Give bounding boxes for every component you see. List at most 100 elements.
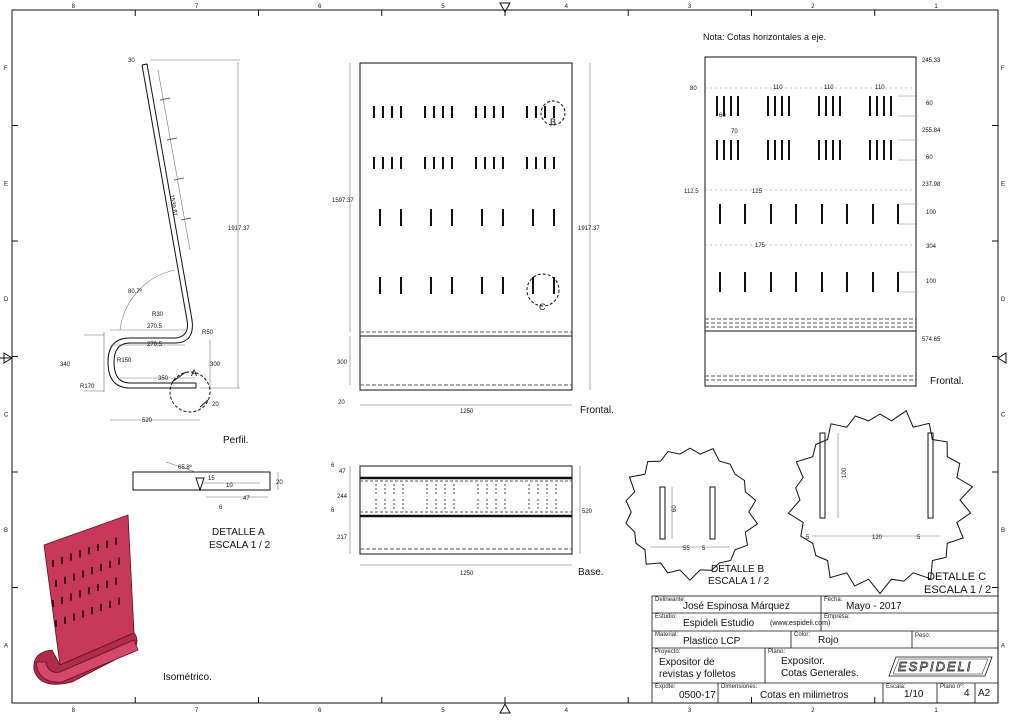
fecha-label: Fecha: <box>824 597 843 603</box>
isometric-slot <box>115 577 117 585</box>
dim-1597: 1597.37 <box>332 198 354 204</box>
isometric-slot <box>115 537 117 545</box>
dim-fr-574: 574.65 <box>922 337 941 343</box>
dim-da-47: 47 <box>243 496 250 502</box>
detail-b-scale: ESCALA 1 / 2 <box>708 576 770 587</box>
isometric-slot <box>91 607 93 615</box>
empresa-label: Empresa: <box>824 614 850 620</box>
material-value: Plastico LCP <box>683 636 741 647</box>
dim-r170: R170 <box>80 384 95 390</box>
plano-line-1: Expositor. <box>781 656 825 667</box>
center-arrow-left <box>3 352 13 364</box>
fecha-value: Mayo - 2017 <box>846 601 902 612</box>
isometric-slot <box>100 604 102 611</box>
isometric-slot <box>55 620 57 627</box>
isometric-slot <box>79 590 81 598</box>
color-value: Rojo <box>818 635 839 646</box>
dim-1250-front: 1250 <box>460 409 474 415</box>
isometric-slot <box>73 573 75 581</box>
dim-fr-100b: 100 <box>926 279 937 285</box>
dim-dc-5a: 5 <box>806 535 810 541</box>
zone-column-label: 5 <box>441 708 445 714</box>
dim-db-5: 5 <box>702 546 706 552</box>
dim-db-55: 55 <box>683 546 690 552</box>
dim-r150: R150 <box>117 358 132 364</box>
dim-fr-60b: 60 <box>926 155 933 161</box>
callout-a-label: A <box>191 368 197 378</box>
isometric-slot <box>118 597 120 605</box>
zone-row-label: B <box>1001 528 1005 534</box>
plano-line-2: Cotas Generales. <box>781 668 859 679</box>
espideli-logo: ESPIDELI <box>898 659 973 675</box>
dim-base-217: 217 <box>337 535 348 541</box>
zone-column-label: 5 <box>441 4 445 10</box>
dimensiones-value: Cotas en milimetros <box>760 690 849 701</box>
zone-column-label: 8 <box>72 4 76 10</box>
zone-row-label: F <box>4 66 8 72</box>
zone-column-label: 2 <box>811 4 815 10</box>
estudio-web: (www.espideli.com) <box>770 620 831 627</box>
zone-column-label: 6 <box>318 708 322 714</box>
profile-tick <box>173 177 185 181</box>
plano-n-value: 4 <box>964 688 970 699</box>
isometric-slot <box>61 556 63 564</box>
profile-top <box>141 63 148 66</box>
dim-da-15: 15 <box>208 476 215 482</box>
zone-row-label: D <box>1001 297 1006 303</box>
zone-row-label: A <box>4 643 8 649</box>
delineante-value: José Espinosa Márquez <box>683 601 790 612</box>
profile-view <box>84 59 240 421</box>
frontal-left-view <box>349 62 591 406</box>
isometric-slot <box>82 570 84 578</box>
note-text: Nota: Cotas horizontales a eje. <box>703 32 826 42</box>
detail-b-title: DETALLE B <box>711 564 764 575</box>
callout-c-label: C <box>539 302 546 312</box>
dim-270a: 270.5 <box>147 324 163 330</box>
isometric-slot <box>70 553 72 561</box>
detail-c-title: DETALLE C <box>927 571 986 583</box>
callout-b-label: B <box>550 117 556 127</box>
estudio-label: Estudio: <box>655 614 677 620</box>
isometric-slot <box>91 567 93 575</box>
zone-row-label: E <box>4 181 8 187</box>
isometric-slot <box>61 596 63 604</box>
isometric-slot <box>100 564 102 571</box>
dim-dc-100: 100 <box>842 467 848 478</box>
zone-column-label: 6 <box>318 4 322 10</box>
dim-dc-5b: 5 <box>917 535 921 541</box>
zone-row-label: C <box>4 412 9 418</box>
dim-fr-175: 175 <box>755 243 766 249</box>
title-block <box>651 595 999 704</box>
dimensiones-label: Dimensiones: <box>721 684 758 690</box>
dim-fr-110a: 110 <box>773 85 783 91</box>
dim-dc-120: 120 <box>872 535 883 541</box>
isometric-slot <box>97 584 99 591</box>
profile-outline-inner <box>113 63 196 384</box>
dim-da-20: 20 <box>276 480 283 486</box>
zone-row-label: E <box>1001 181 1005 187</box>
dim-da-10: 10 <box>226 483 233 489</box>
isometric-slot <box>109 560 111 568</box>
dim-fr-100a: 100 <box>926 210 937 216</box>
escala-value: 1/10 <box>904 689 924 700</box>
zone-column-label: 8 <box>72 708 76 714</box>
proyecto-label: Proyecto: <box>655 649 681 655</box>
dim-top: 30 <box>128 58 135 64</box>
isometric-slot <box>64 616 66 624</box>
detail-b-view <box>625 447 759 581</box>
dim-300-front: 300 <box>337 360 348 366</box>
center-arrow-right <box>997 352 1007 364</box>
plano-label: Plano: <box>768 649 786 655</box>
dim-fr-245: 245.33 <box>922 58 941 64</box>
material-label: Material: <box>655 632 679 638</box>
detail-a-scale: ESCALA 1 / 2 <box>209 540 271 551</box>
dim-angle: 80.7º <box>128 288 143 295</box>
dim-base-47: 47 <box>339 469 346 475</box>
callout-a-circle <box>169 371 211 413</box>
dim-300: 300 <box>210 362 221 368</box>
isometric-slot <box>79 550 81 558</box>
isometric-label: Isométrico. <box>163 672 212 683</box>
dim-fr-304: 304 <box>926 244 937 250</box>
